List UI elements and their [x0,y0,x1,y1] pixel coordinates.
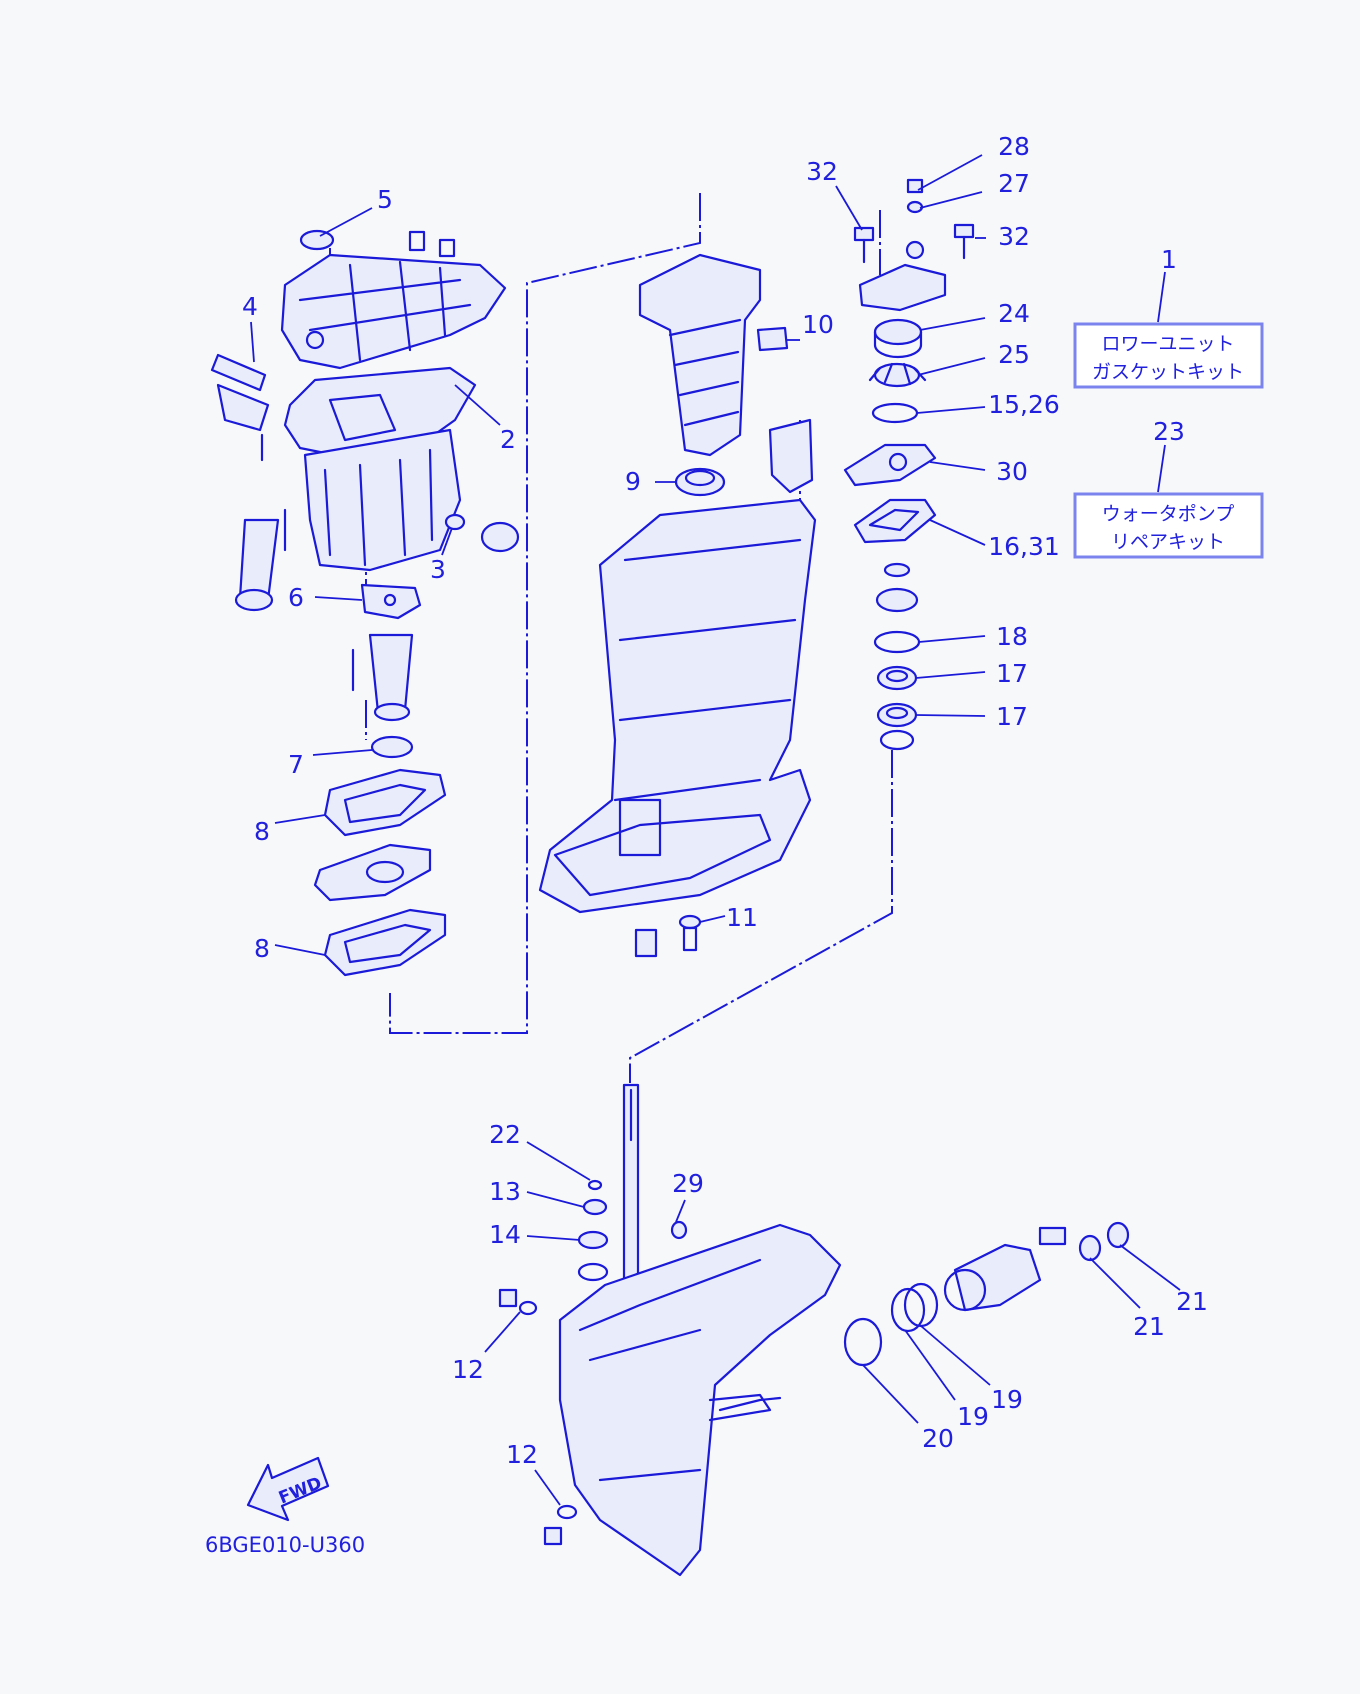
callout-29: 29 [672,1169,704,1198]
callout-3: 3 [430,555,446,584]
oring-15-26 [871,402,919,424]
callout-14: 14 [489,1220,521,1249]
water-tube-left [234,508,287,612]
callout-6: 6 [288,583,304,612]
fwd-arrow-icon: FWD [246,1456,330,1522]
seal-17-lower [876,702,918,728]
callout-2: 2 [500,425,516,454]
callout-25: 25 [998,340,1030,369]
callout-8-upper: 8 [254,817,270,846]
propeller-shaft-housing [943,1226,1067,1312]
callout-32-right: 32 [998,222,1030,251]
callout-32-left: 32 [806,157,838,186]
callout-23: 23 [1153,417,1185,446]
callout-17-upper: 17 [996,659,1028,688]
callout-30: 30 [996,457,1028,486]
plate-30 [843,443,937,487]
upper-case [538,498,817,914]
kit-box-line-2: ガスケットキット [1092,361,1244,383]
callout-9: 9 [625,467,641,496]
bracket-4 [210,353,270,462]
cover-10 [756,326,789,352]
callout-8-lower: 8 [254,934,270,963]
washer-pump-bottom [879,729,915,751]
callout-27: 27 [998,169,1030,198]
callout-4: 4 [242,292,258,321]
callout-7: 7 [288,750,304,779]
bushing-13 [582,1198,608,1216]
upper-casing [303,428,462,572]
gasket-6 [360,583,422,620]
bolt-32-left [853,226,875,264]
callout-16-31: 16,31 [988,532,1060,561]
water-tube-center [351,633,414,722]
callout-19-left: 19 [957,1402,989,1431]
callout-1: 1 [1161,245,1177,274]
callout-12-lower: 12 [506,1440,538,1469]
kit-box-water-pump-repair: ウォータポンプ リペアキット [1073,492,1264,559]
impeller-25 [868,362,927,388]
plate-middle [313,843,432,902]
callout-28: 28 [998,132,1030,161]
callout-13: 13 [489,1177,521,1206]
pump-spacer [875,562,919,613]
bushings-21 [1078,1221,1130,1262]
bolt-12-lower [543,1504,578,1546]
exhaust-guide [638,253,762,457]
damper-5 [299,229,335,251]
gasket-8-lower [323,908,447,977]
callout-22: 22 [489,1120,521,1149]
bolt-12-upper [498,1288,538,1316]
callout-10: 10 [802,310,834,339]
orings-19 [890,1282,939,1333]
gearcase [558,1223,842,1577]
bolt-32-right [953,223,975,260]
callout-20: 20 [922,1424,954,1453]
upper-casing-plate [280,230,507,370]
seal-17-upper [876,665,918,691]
gasket-8-upper [323,768,447,837]
drive-shaft [622,1083,640,1287]
kit-box-line-1: ロワーユニット [1101,333,1234,355]
insert-24 [873,318,923,359]
oring-18 [873,630,921,654]
seal-14 [577,1230,609,1282]
callout-24: 24 [998,299,1030,328]
oring-20 [843,1317,883,1367]
gasket-16-31 [853,498,937,544]
fittings-bottom [634,914,702,958]
callout-19-right: 19 [991,1385,1023,1414]
kit-box-line-2: リペアキット [1111,531,1225,553]
diagram-code: 6BGE010-U360 [205,1533,365,1557]
callout-17-lower: 17 [996,702,1028,731]
callout-11: 11 [726,903,758,932]
plug-29 [670,1220,688,1240]
seal-3 [444,513,520,553]
kit-box-line-1: ウォータポンプ [1102,503,1234,525]
pump-cover [858,178,947,312]
seal-7 [370,735,414,759]
kit-box-lower-unit-gasket: ロワーユニット ガスケットキット [1073,322,1264,389]
bracket-right [768,418,814,494]
seal-9 [674,467,726,497]
callout-21-right: 21 [1176,1287,1208,1316]
callout-5: 5 [377,185,393,214]
callout-18: 18 [996,622,1028,651]
washer-22 [587,1179,603,1191]
callout-15-26: 15,26 [988,390,1060,419]
callout-21-left: 21 [1133,1312,1165,1341]
callout-12-upper: 12 [452,1355,484,1384]
propeller-shaft [718,1396,782,1412]
